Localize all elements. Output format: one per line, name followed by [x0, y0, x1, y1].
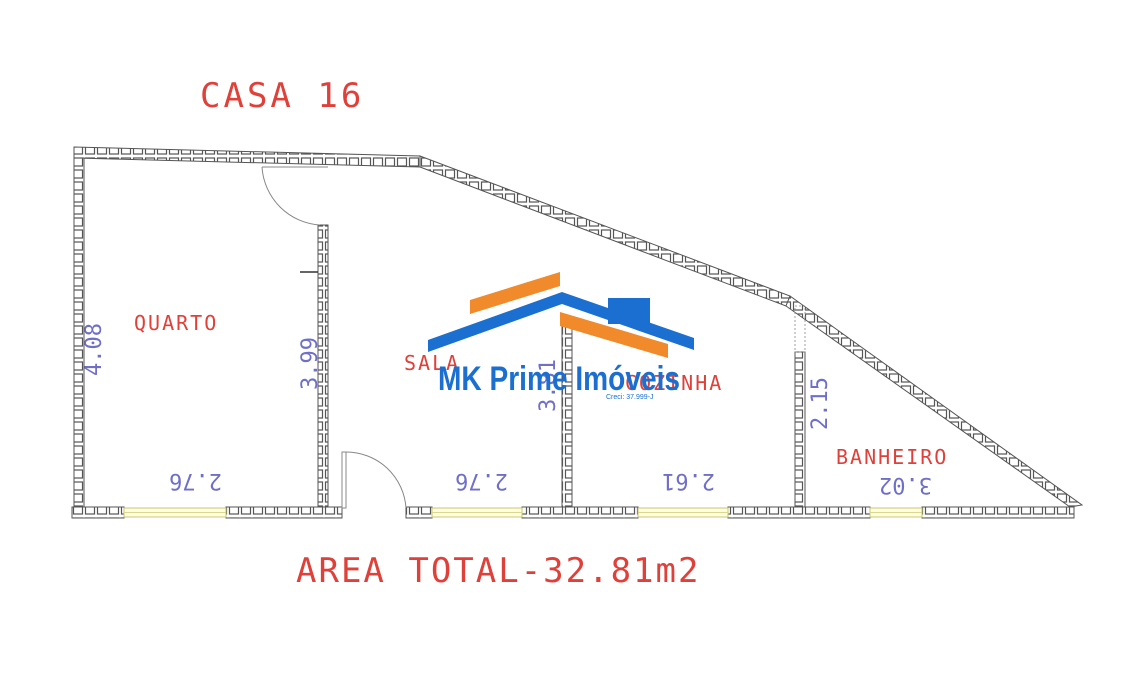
wall-sala-cozinha: [561, 324, 573, 509]
room-label-cozinha: COZINHA: [625, 371, 723, 395]
wall-cozinha-banheiro: [794, 351, 806, 509]
logo-chimney: [608, 298, 650, 324]
dim-quarto-width: 2.76: [169, 468, 222, 493]
door-quarto: [261, 166, 328, 226]
wall-top: [73, 146, 421, 168]
room-label-quarto: QUARTO: [134, 311, 218, 335]
wall-diagonal-upper: [419, 155, 791, 307]
logo-name: MK Prime Imóveis: [438, 360, 680, 398]
logo-roof-orange-top: [470, 272, 560, 314]
wall-bottom-5: [727, 506, 871, 519]
room-label-sala: SALA: [404, 351, 460, 375]
window-sala: [431, 507, 523, 518]
door-entrada: [341, 451, 407, 509]
wall-bottom-4: [521, 506, 639, 519]
logo-roof-orange-bottom: [560, 312, 668, 358]
dim-cozinha-width: 2.61: [662, 468, 715, 493]
window-banheiro: [869, 507, 923, 518]
logo-creci: Creci: 37.999-J: [606, 394, 653, 401]
wall-bottom-6: [921, 506, 1075, 519]
wall-bottom-2: [225, 506, 343, 519]
dim-quarto-wall: 3.99: [298, 337, 323, 390]
wall-bottom-3: [405, 506, 433, 519]
room-label-banheiro: BANHEIRO: [836, 445, 948, 469]
dim-sala-height: 3.81: [536, 359, 561, 412]
dim-sala-width: 2.76: [455, 468, 508, 493]
total-area: AREA TOTAL-32.81m2: [296, 551, 700, 591]
window-cozinha: [637, 507, 729, 518]
watermark-logo: MK Prime Imóveis Creci: 37.999-J: [428, 272, 694, 401]
window-quarto: [123, 507, 227, 518]
windows: [123, 507, 923, 518]
plan-title: CASA 16: [200, 76, 364, 116]
walls: [71, 146, 1084, 519]
dim-banheiro-height: 2.15: [808, 377, 833, 430]
wall-bottom-1: [71, 506, 125, 519]
dim-banheiro-width: 3.02: [879, 472, 932, 497]
dim-quarto-height: 4.08: [82, 323, 107, 376]
